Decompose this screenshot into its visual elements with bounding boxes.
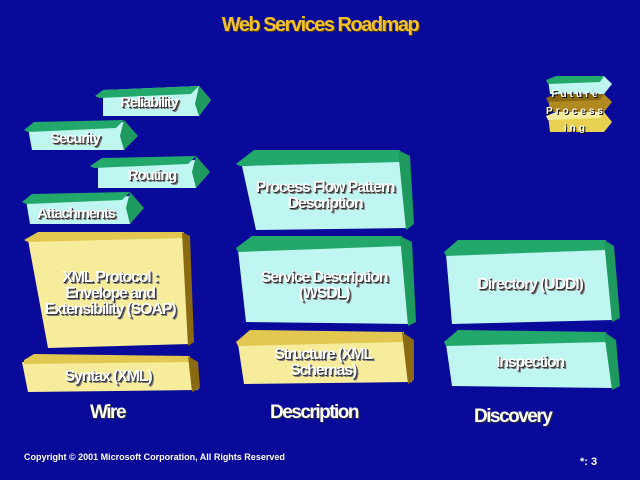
block-label: XML Protocol : Envelope and Extensibilit… [44,269,177,318]
block-label: Security [50,129,101,147]
legend-stack-icon [546,76,612,132]
block-label: Routing [127,166,177,184]
block-label: Syntax (XML) [64,368,153,385]
block-label: Attachments [37,204,116,222]
block-label: Inspection [495,354,565,371]
block-reliability: Reliability [95,84,213,118]
copyright-text: Copyright © 2001 Microsoft Corporation, … [24,452,285,462]
column-label-description: Description [270,402,360,423]
block-directory: Directory (UDDI) [444,240,622,326]
slide-title: Web Services Roadmap [221,14,420,36]
column-label-wire: Wire [90,402,127,423]
block-process-flow: Process Flow Pattern Description [236,150,416,234]
block-xml-protocol: XML Protocol : Envelope and Extensibilit… [24,232,194,350]
block-inspection: Inspection [444,330,622,392]
block-label: Service Description (WSDL) [260,269,389,302]
block-routing: Routing [90,154,212,190]
block-service-description: Service Description (WSDL) [236,236,416,330]
legend-future-processing: Future Processing [544,76,616,166]
block-syntax: Syntax (XML) [22,354,202,394]
block-label: Structure (XML Schemas) [274,346,373,379]
block-label: Directory (UDDI) [477,276,583,293]
block-attachments: Attachments [22,190,148,226]
block-security: Security [24,118,142,152]
block-structure: Structure (XML Schemas) [236,330,416,388]
legend-label: Future Processing [546,89,606,134]
column-label-discovery: Discovery [474,406,553,427]
block-label: Process Flow Pattern Description [255,179,396,212]
block-label: Reliability [120,93,179,111]
page-number: *: 3 [580,456,598,468]
